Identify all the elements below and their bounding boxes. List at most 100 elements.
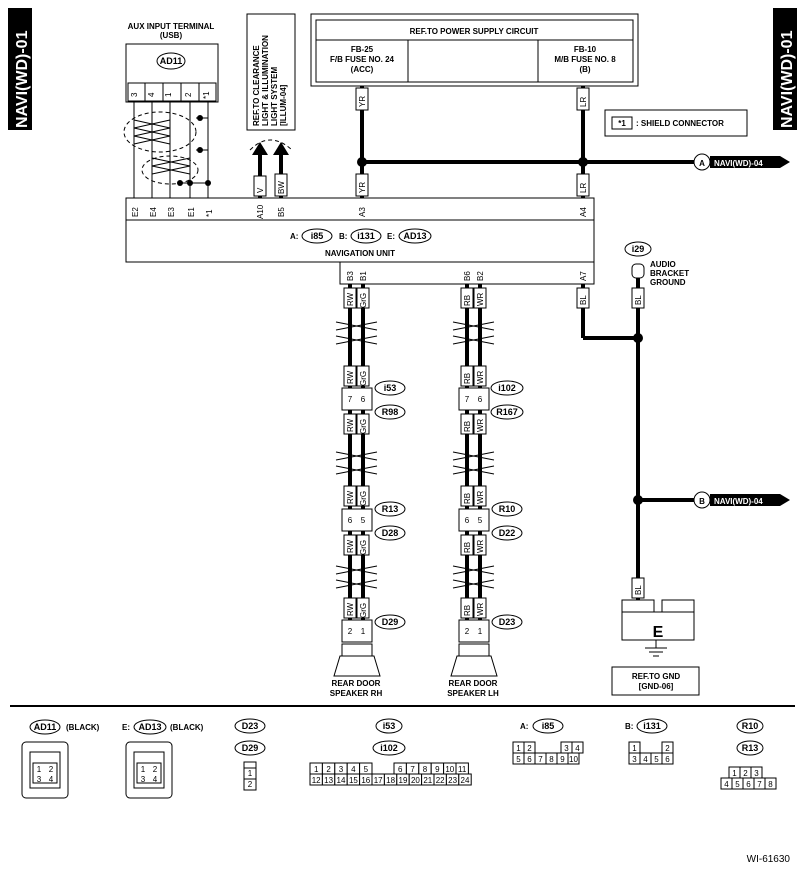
shield-connector-legend: *1 : SHIELD CONNECTOR — [604, 109, 748, 137]
svg-text:REF.TO GND: REF.TO GND — [632, 672, 681, 681]
svg-text:SPEAKER RH: SPEAKER RH — [330, 689, 383, 698]
pin-label: 21 — [423, 776, 432, 785]
svg-text:D29: D29 — [242, 743, 259, 753]
svg-text:GROUND: GROUND — [650, 278, 686, 287]
svg-text:A: A — [699, 159, 705, 168]
svg-text:B: B — [699, 497, 705, 506]
svg-text:i53: i53 — [384, 383, 397, 393]
pin-label: 5 — [654, 755, 659, 764]
pin-label: 4 — [643, 755, 648, 764]
svg-text:6: 6 — [478, 395, 483, 404]
pin-label: 6 — [746, 780, 751, 789]
pin-label: 3 — [754, 769, 759, 778]
svg-text:REAR DOOR: REAR DOOR — [332, 679, 381, 688]
svg-text:i102: i102 — [498, 383, 516, 393]
pin-label: 14 — [337, 776, 346, 785]
rh-speaker-harness: RW GrG RW GrG 7 6 RW GrG i53 R98 RW GrG … — [330, 284, 406, 698]
svg-text:WR: WR — [476, 539, 485, 553]
svg-text:WR: WR — [476, 490, 485, 504]
svg-text:RB: RB — [463, 605, 472, 616]
svg-text:B2: B2 — [476, 271, 485, 281]
svg-text:REF.TO POWER SUPPLY CIRCUIT: REF.TO POWER SUPPLY CIRCUIT — [410, 27, 539, 36]
svg-text:5: 5 — [478, 516, 483, 525]
pin-label: 1 — [632, 744, 637, 753]
svg-text:A:: A: — [520, 722, 528, 731]
svg-text:M/B FUSE NO. 8: M/B FUSE NO. 8 — [554, 55, 616, 64]
svg-text:R13: R13 — [742, 743, 759, 753]
svg-text:2: 2 — [184, 92, 193, 97]
pin-label: 18 — [386, 776, 395, 785]
pin-label: 3 — [339, 765, 344, 774]
svg-text:A4: A4 — [579, 207, 588, 217]
svg-text:2: 2 — [153, 765, 158, 774]
page-tab-left: NAVI(WD)-01 — [8, 8, 32, 130]
svg-text:BL: BL — [634, 295, 643, 305]
pin-label: 4 — [575, 744, 580, 753]
svg-text:R98: R98 — [382, 407, 399, 417]
svg-text:YR: YR — [358, 182, 367, 193]
svg-text:1: 1 — [248, 769, 253, 778]
svg-text:2: 2 — [49, 765, 54, 774]
svg-text:i29: i29 — [632, 244, 645, 254]
svg-text:FB-25: FB-25 — [351, 45, 374, 54]
svg-text:2: 2 — [248, 780, 253, 789]
pin-label: 1 — [314, 765, 319, 774]
svg-text:RB: RB — [463, 493, 472, 504]
svg-text:6: 6 — [348, 516, 353, 525]
connector-legend: AD11 (BLACK) 1 2 3 4 E: AD13 (BLACK) 1 2… — [21, 718, 777, 799]
svg-text:RW: RW — [346, 539, 355, 553]
svg-text:A3: A3 — [358, 207, 367, 217]
svg-text:REF.TO CLEARANCE: REF.TO CLEARANCE — [252, 45, 261, 126]
pin-cell — [764, 777, 777, 790]
svg-text:i85: i85 — [311, 231, 324, 241]
pin-label: 11 — [458, 765, 467, 774]
pin-label: 6 — [665, 755, 670, 764]
svg-text:B6: B6 — [463, 271, 472, 281]
svg-text:RW: RW — [346, 418, 355, 432]
svg-text:5: 5 — [361, 516, 366, 525]
pin-label: 16 — [361, 776, 370, 785]
svg-text:NAVI(WD)-04: NAVI(WD)-04 — [714, 159, 763, 168]
pin-label: 15 — [349, 776, 358, 785]
svg-text:6: 6 — [465, 516, 470, 525]
pin-label: 13 — [324, 776, 333, 785]
svg-text:AUDIO: AUDIO — [650, 260, 676, 269]
svg-text:R10: R10 — [499, 504, 516, 514]
svg-text:RB: RB — [463, 421, 472, 432]
audio-bracket-ground: i29 AUDIO BRACKET GROUND BL BL BL — [576, 241, 694, 600]
pin-cell — [571, 741, 584, 754]
ground-e-reference: E REF.TO GND [GND-06] — [611, 599, 700, 696]
svg-text:E: E — [653, 624, 664, 641]
svg-text:NAVI(WD)-04: NAVI(WD)-04 — [714, 497, 763, 506]
pin-label: 5 — [364, 765, 369, 774]
svg-text:7: 7 — [348, 395, 353, 404]
svg-text:[GND-06]: [GND-06] — [639, 682, 674, 691]
lh-speaker-harness: RB WR RB WR 7 6 RB WR i102 R167 RB WR 6 … — [447, 284, 524, 698]
pin-label: 10 — [445, 765, 454, 774]
svg-text:E4: E4 — [149, 207, 158, 217]
pin-label: 24 — [461, 776, 470, 785]
svg-text:4: 4 — [147, 92, 156, 97]
svg-text:BL: BL — [579, 295, 588, 305]
svg-text:4: 4 — [49, 775, 54, 784]
svg-text:NAVIGATION UNIT: NAVIGATION UNIT — [325, 249, 395, 258]
svg-text:GrG: GrG — [359, 491, 368, 506]
svg-text:(BLACK): (BLACK) — [170, 723, 204, 732]
pin-label: 12 — [312, 776, 321, 785]
svg-text:LR: LR — [579, 97, 588, 107]
svg-text:WR: WR — [476, 602, 485, 616]
pin-label: 2 — [665, 744, 670, 753]
svg-text:(B): (B) — [579, 65, 590, 74]
svg-text:: SHIELD CONNECTOR: : SHIELD CONNECTOR — [636, 119, 724, 128]
svg-text:LIGHT SYSTEM: LIGHT SYSTEM — [270, 67, 279, 126]
svg-text:RB: RB — [463, 295, 472, 306]
pin-label: 4 — [351, 765, 356, 774]
svg-text:RB: RB — [463, 542, 472, 553]
pin-label: 19 — [399, 776, 408, 785]
offpage-connector-b: B NAVI(WD)-04 — [693, 491, 790, 509]
pin-label: 3 — [564, 744, 569, 753]
svg-text:WR: WR — [476, 292, 485, 306]
